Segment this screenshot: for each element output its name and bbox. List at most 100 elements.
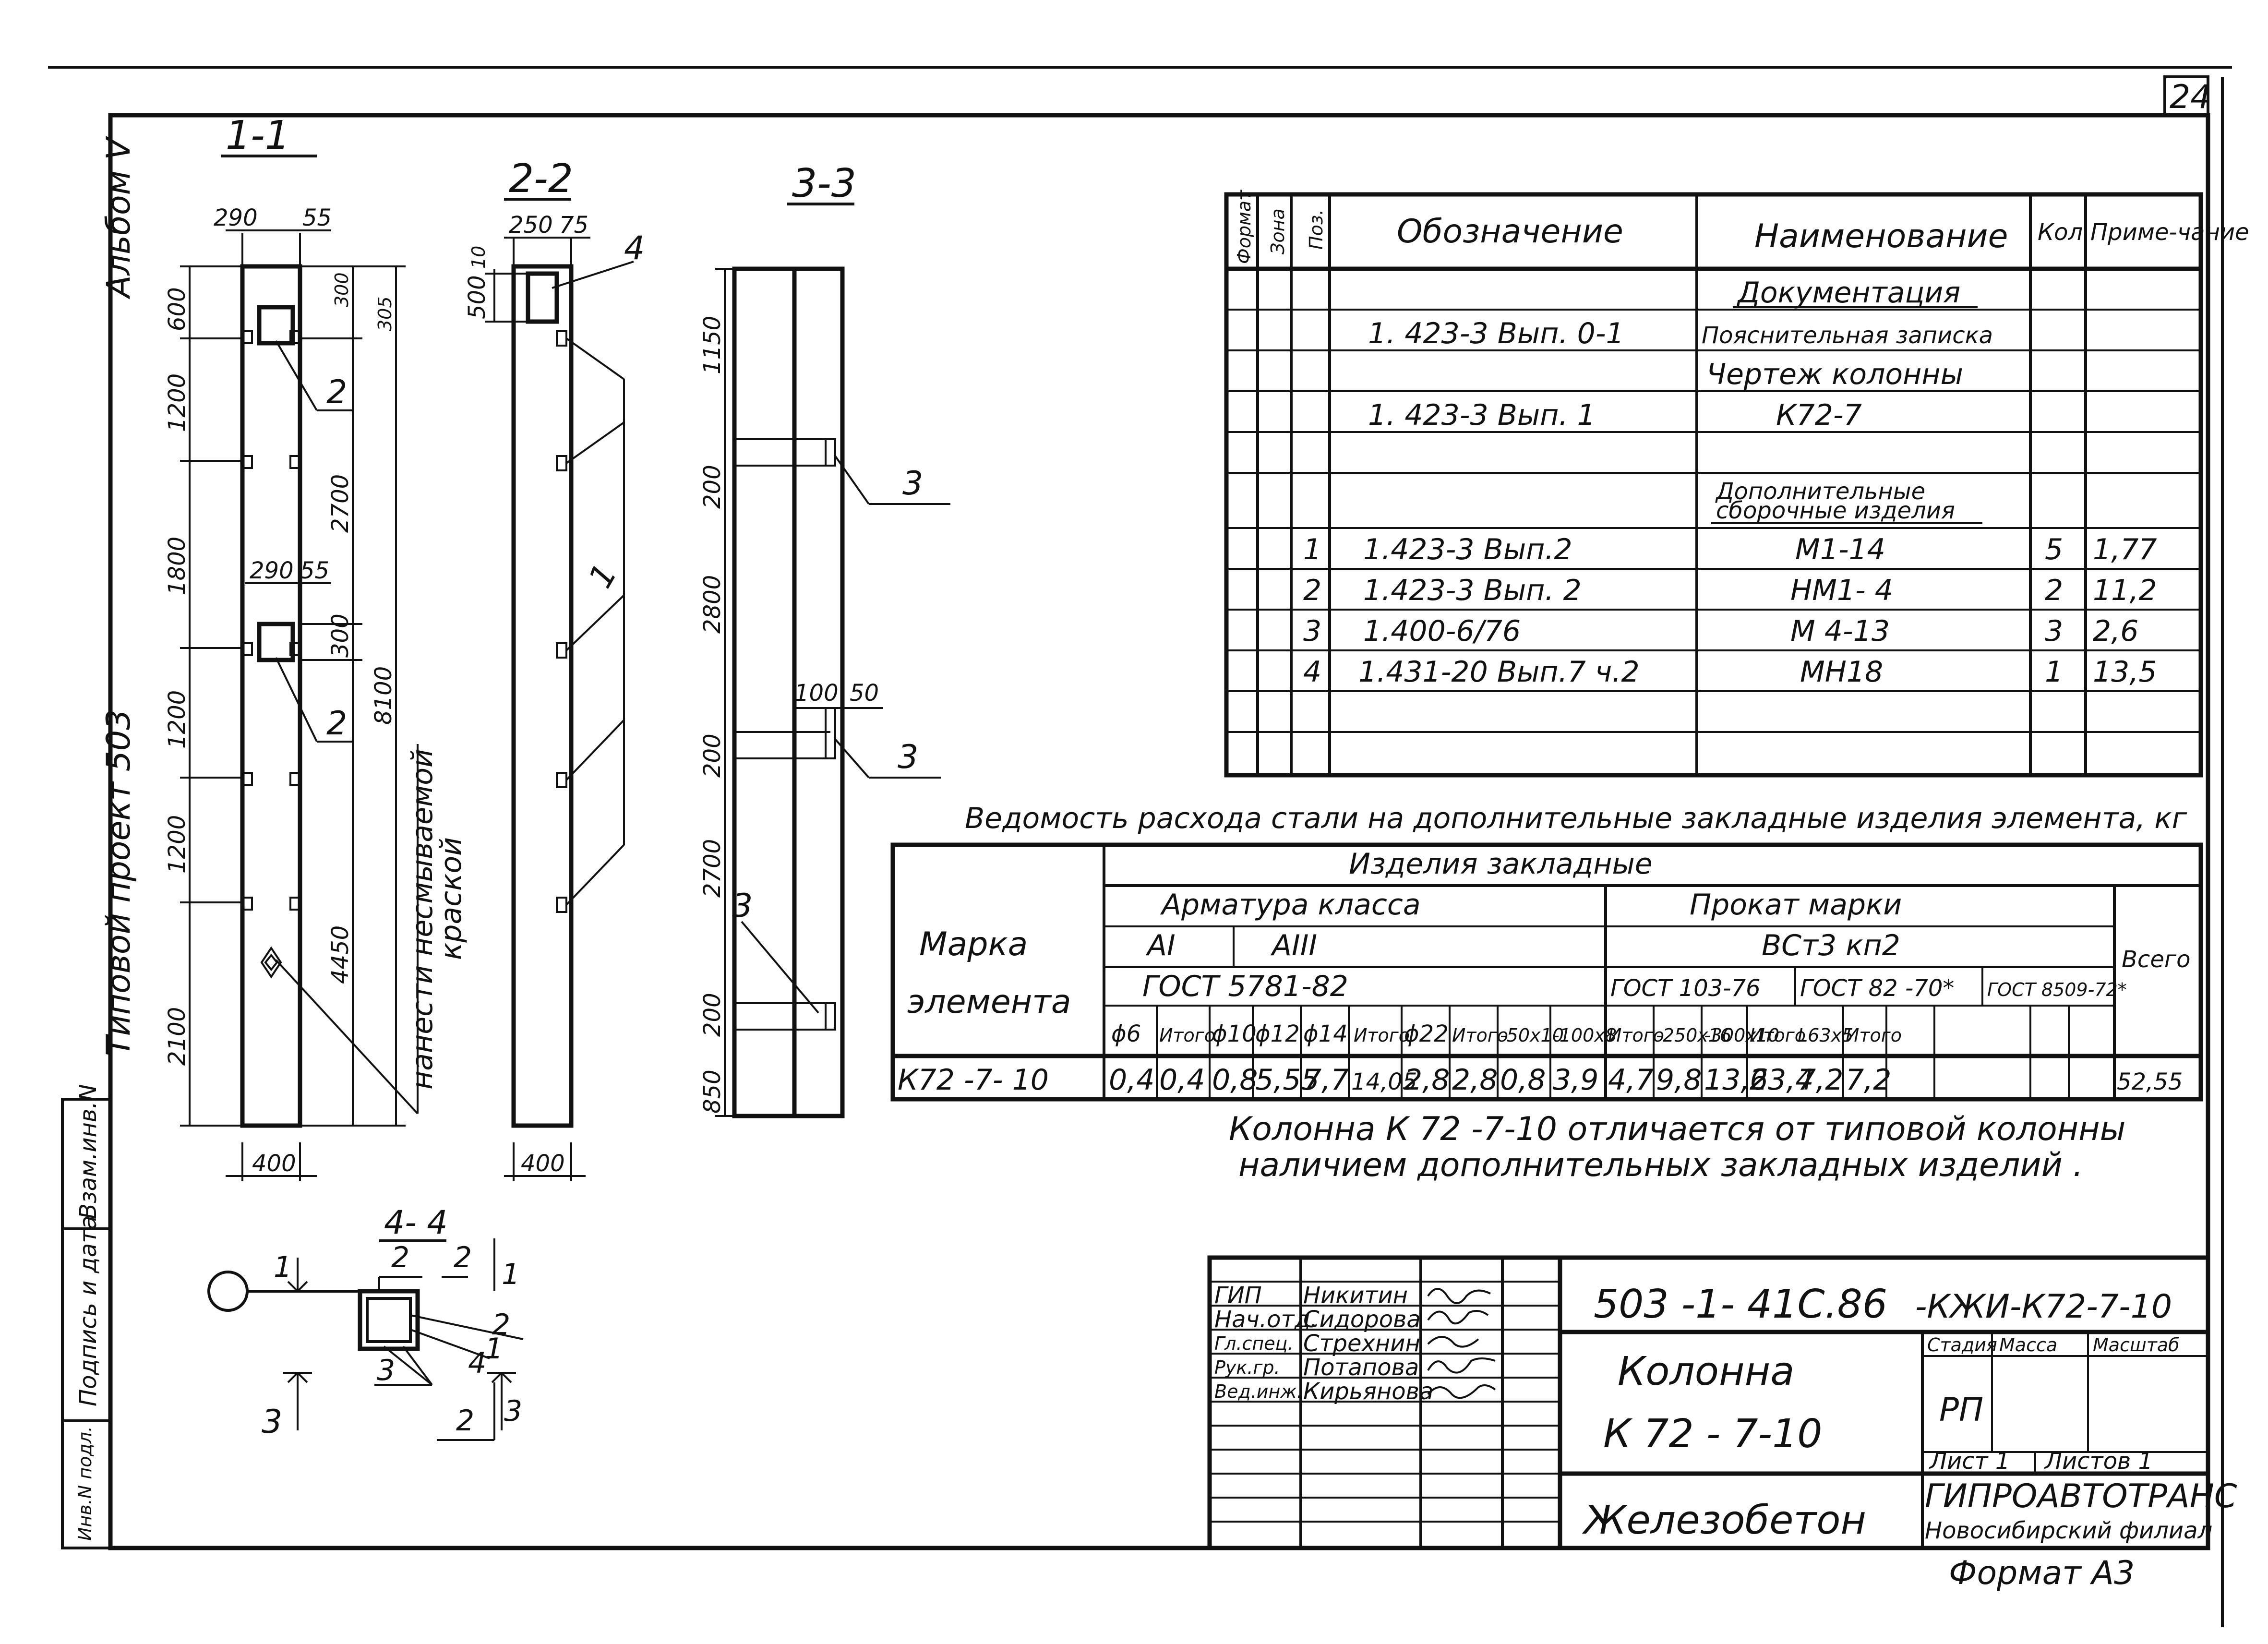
svg-text:ГИПРОАВТОТРАНС: ГИПРОАВТОТРАНС xyxy=(1925,1477,2237,1515)
svg-text:-КЖИ-К72-7-10: -КЖИ-К72-7-10 xyxy=(1915,1288,2172,1326)
svg-text:23,4: 23,4 xyxy=(1750,1063,1814,1097)
svg-text:290: 290 xyxy=(214,204,258,231)
svg-text:Потапова: Потапова xyxy=(1303,1354,1419,1381)
svg-text:2: 2 xyxy=(391,1241,409,1274)
svg-text:1: 1 xyxy=(485,1332,503,1366)
svg-text:3: 3 xyxy=(504,1394,522,1428)
svg-text:Нач.отд.: Нач.отд. xyxy=(1214,1306,1318,1333)
svg-text:5,55: 5,55 xyxy=(1255,1063,1320,1097)
svg-text:Лист 1: Лист 1 xyxy=(1929,1448,2010,1475)
album-label: Альбом V xyxy=(100,135,138,300)
svg-text:3: 3 xyxy=(262,1403,282,1441)
svg-text:ГОСТ 103-76: ГОСТ 103-76 xyxy=(1610,975,1761,1002)
svg-text:0,8: 0,8 xyxy=(1212,1063,1258,1097)
svg-text:1200: 1200 xyxy=(164,373,191,432)
column-3-3-outline xyxy=(732,266,845,1118)
svg-text:50: 50 xyxy=(850,680,879,707)
note-line-1: Колонна К 72 -7-10 отличается от типовой… xyxy=(1229,1110,2125,1148)
svg-text:краской: краской xyxy=(434,837,468,960)
svg-text:2: 2 xyxy=(2045,574,2063,607)
svg-text:400: 400 xyxy=(521,1150,565,1177)
side-stamp-col3: Инв.N подл. xyxy=(74,1426,96,1541)
svg-text:Масштаб: Масштаб xyxy=(2093,1334,2180,1356)
svg-text:305: 305 xyxy=(374,296,396,331)
svg-text:200: 200 xyxy=(699,465,726,509)
svg-text:1.400-6/76: 1.400-6/76 xyxy=(1363,614,1521,648)
signature-4 xyxy=(1427,1357,1496,1374)
svg-text:2: 2 xyxy=(1303,574,1321,607)
svg-text:1200: 1200 xyxy=(164,815,191,874)
svg-text:3: 3 xyxy=(902,465,923,503)
svg-text:М 4-13: М 4-13 xyxy=(1790,614,1890,648)
svg-text:ϕ12: ϕ12 xyxy=(1255,1020,1300,1047)
svg-text:ГИП: ГИП xyxy=(1214,1282,1262,1309)
svg-text:100: 100 xyxy=(794,680,839,707)
signature-5 xyxy=(1427,1384,1496,1399)
view-4-4-title: 4- 4 xyxy=(384,1204,448,1242)
svg-text:Гл.спец.: Гл.спец. xyxy=(1214,1333,1294,1354)
svg-text:К72-7: К72-7 xyxy=(1776,398,1862,432)
sheet-number: 24 xyxy=(2170,78,2211,116)
svg-text:13,5: 13,5 xyxy=(2093,655,2157,689)
svg-text:10: 10 xyxy=(468,246,489,269)
svg-text:Итого: Итого xyxy=(1354,1025,1410,1046)
steel-table-title: Ведомость расхода стали на дополнительны… xyxy=(965,802,2187,835)
svg-text:1.423-3 Вып.2: 1.423-3 Вып.2 xyxy=(1363,533,1572,566)
svg-text:4: 4 xyxy=(624,229,645,267)
svg-text:ГОСТ 5781-82: ГОСТ 5781-82 xyxy=(1142,970,1348,1003)
svg-text:4,7: 4,7 xyxy=(1608,1063,1654,1097)
svg-text:Никитин: Никитин xyxy=(1303,1282,1408,1309)
svg-text:-300х10: -300х10 xyxy=(1704,1025,1779,1046)
svg-text:1150: 1150 xyxy=(699,316,726,374)
svg-text:2700: 2700 xyxy=(327,474,354,533)
svg-text:Прокат марки: Прокат марки xyxy=(1690,888,1902,922)
section-4-4-outline xyxy=(358,1289,420,1351)
svg-text:ϕ14: ϕ14 xyxy=(1303,1020,1348,1047)
svg-text:503 -1- 41С.86: 503 -1- 41С.86 xyxy=(1594,1282,1887,1327)
svg-text:250: 250 xyxy=(509,212,553,239)
svg-text:8100: 8100 xyxy=(370,666,397,725)
svg-text:М1-14: М1-14 xyxy=(1795,533,1885,566)
svg-text:Документация: Документация xyxy=(1736,276,1960,310)
svg-text:1: 1 xyxy=(2045,655,2063,689)
svg-text:1. 423-3 Вып. 1: 1. 423-3 Вып. 1 xyxy=(1368,398,1596,432)
sheet-number-box xyxy=(2163,75,2209,117)
svg-text:Чертеж колонны: Чертеж колонны xyxy=(1706,358,1963,391)
svg-text:200: 200 xyxy=(699,733,726,778)
svg-text:2100: 2100 xyxy=(164,1007,191,1066)
svg-text:300: 300 xyxy=(331,272,352,307)
svg-text:элемента: элемента xyxy=(907,983,1071,1021)
view-1-1: 1-1 290 xyxy=(164,113,468,1181)
svg-text:-250х16: -250х16 xyxy=(1656,1025,1731,1046)
svg-text:500: 500 xyxy=(464,275,491,319)
svg-text:3: 3 xyxy=(898,738,918,776)
title-block: ГИП Нач.отд. Гл.спец. Рук.гр. Вед.инж. Н… xyxy=(1207,1255,2237,1550)
svg-text:Итого: Итого xyxy=(1750,1025,1806,1046)
svg-text:1200: 1200 xyxy=(164,690,191,749)
svg-text:Стрехнин: Стрехнин xyxy=(1303,1330,1420,1357)
svg-text:Листов 1: Листов 1 xyxy=(2044,1448,2153,1475)
svg-text:Колонна: Колонна xyxy=(1618,1349,1794,1394)
svg-text:Новосибирский филиал: Новосибирский филиал xyxy=(1925,1517,2212,1544)
svg-text:Формат: Формат xyxy=(1234,189,1255,264)
svg-text:Дополнительные: Дополнительные xyxy=(1715,478,1925,505)
svg-text:2,6: 2,6 xyxy=(2093,614,2138,648)
view-2-2-title: 2-2 xyxy=(509,156,573,202)
svg-text:К 72 - 7-10: К 72 - 7-10 xyxy=(1603,1411,1822,1457)
svg-text:К72 -7- 10: К72 -7- 10 xyxy=(898,1063,1049,1097)
svg-text:1. 423-3 Вып. 0-1: 1. 423-3 Вып. 0-1 xyxy=(1368,317,1624,350)
svg-text:нанести несмываемой: нанести несмываемой xyxy=(406,749,439,1090)
svg-text:ВСт3 кп2: ВСт3 кп2 xyxy=(1762,929,1900,962)
svg-text:11,2: 11,2 xyxy=(2093,574,2157,607)
svg-text:НМ1- 4: НМ1- 4 xyxy=(1790,574,1893,607)
project-label: Типовой проект 503 xyxy=(100,709,138,1056)
svg-text:Изделия закладные: Изделия закладные xyxy=(1349,847,1653,881)
svg-text:сборочные изделия: сборочные изделия xyxy=(1716,497,1955,524)
svg-text:7,2: 7,2 xyxy=(1846,1063,1891,1097)
svg-text:Итого: Итого xyxy=(1452,1025,1508,1046)
side-stamp-col1: Взам.инв.N xyxy=(75,1084,102,1219)
svg-text:Всего: Всего xyxy=(2122,946,2190,973)
signature-3 xyxy=(1427,1336,1479,1348)
svg-text:3: 3 xyxy=(732,887,753,925)
